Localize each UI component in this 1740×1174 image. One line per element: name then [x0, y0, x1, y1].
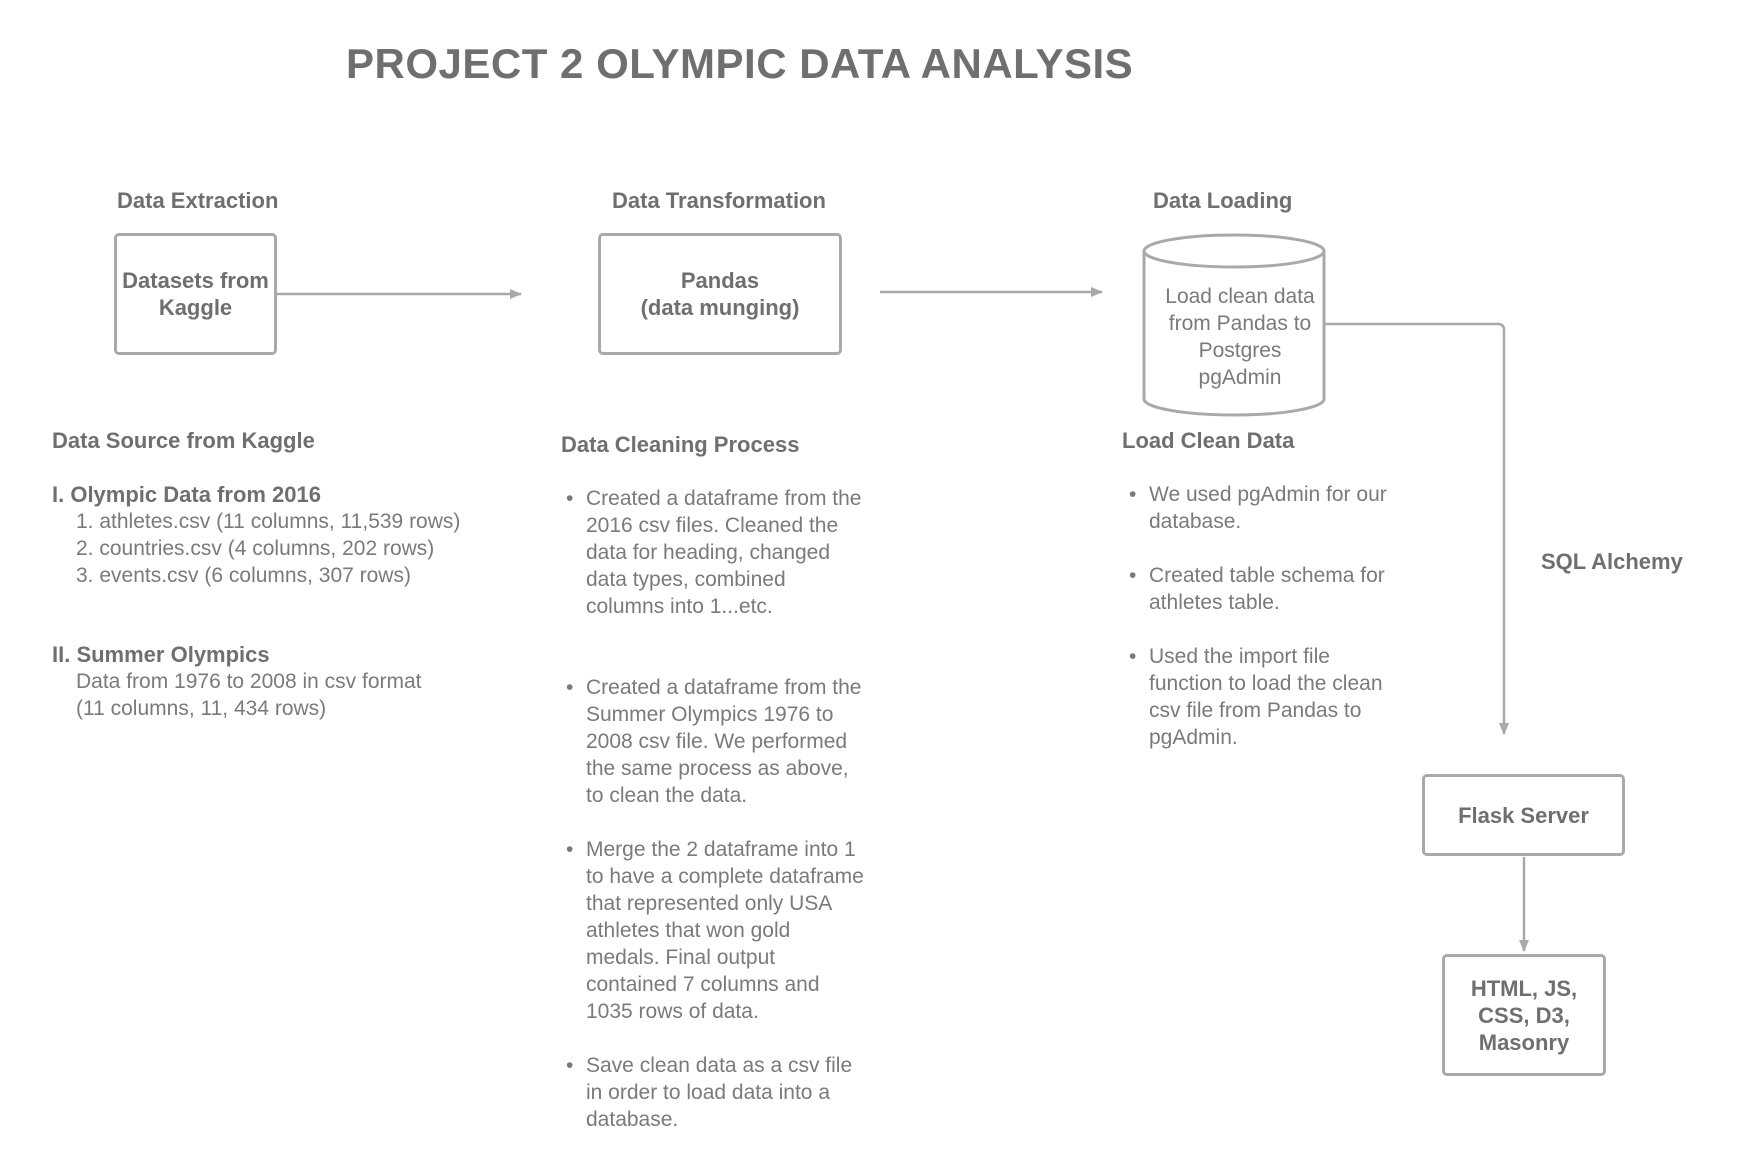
box-flask-server: Flask Server	[1422, 774, 1625, 856]
load-clean-bullet: Used the import file function to load th…	[1127, 643, 1427, 751]
box-frontend: HTML, JS, CSS, D3, Masonry	[1442, 954, 1606, 1076]
load-clean-heading: Load Clean Data	[1122, 428, 1295, 453]
load-clean-bullet: Created table schema for athletes table.	[1127, 562, 1427, 616]
box-frontend-text: HTML, JS, CSS, D3, Masonry	[1470, 975, 1578, 1055]
box-flask-server-text: Flask Server	[1458, 802, 1589, 828]
database-cylinder-text: Load clean data from Pandas to Postgres …	[1165, 285, 1315, 389]
cleaning-bullet: Save clean data as a csv file in order t…	[564, 1052, 904, 1133]
cleaning-bullets: Created a dataframe from the 2016 csv fi…	[564, 485, 904, 1133]
data-source-heading: Data Source from Kaggle	[52, 428, 315, 453]
data-source-item: 1. athletes.csv (11 columns, 11,539 rows…	[76, 510, 461, 533]
cleaning-bullet: Created a dataframe from the Summer Olym…	[564, 674, 904, 809]
data-source-part1-heading: I. Olympic Data from 2016	[52, 482, 321, 507]
data-source-part2-heading: II. Summer Olympics	[52, 642, 270, 667]
data-source-part2-text: Data from 1976 to 2008 in csv format (11…	[76, 670, 422, 720]
cleaning-heading: Data Cleaning Process	[561, 432, 800, 457]
stage-label-transformation: Data Transformation	[612, 188, 826, 213]
cleaning-bullet: Merge the 2 dataframe into 1 to have a c…	[564, 836, 904, 1025]
box-pandas: Pandas (data munging)	[598, 233, 842, 355]
cleaning-bullet: Created a dataframe from the 2016 csv fi…	[564, 485, 904, 620]
box-datasets-from-kaggle-text: Datasets from Kaggle	[122, 268, 269, 320]
data-source-part1-list: 1. athletes.csv (11 columns, 11,539 rows…	[76, 508, 460, 589]
data-source-item: 2. countries.csv (4 columns, 202 rows)	[76, 537, 435, 560]
stage-label-extraction: Data Extraction	[117, 188, 279, 213]
page-title: PROJECT 2 OLYMPIC DATA ANALYSIS	[346, 40, 1134, 87]
box-pandas-text: Pandas (data munging)	[640, 268, 800, 320]
load-clean-bullets: We used pgAdmin for our database. Create…	[1127, 481, 1427, 751]
load-clean-bullet: We used pgAdmin for our database.	[1127, 481, 1427, 535]
data-source-item: 3. events.csv (6 columns, 307 rows)	[76, 564, 411, 587]
stage-label-loading: Data Loading	[1153, 188, 1293, 213]
sql-alchemy-label: SQL Alchemy	[1541, 549, 1683, 574]
box-datasets-from-kaggle: Datasets from Kaggle	[114, 233, 277, 355]
